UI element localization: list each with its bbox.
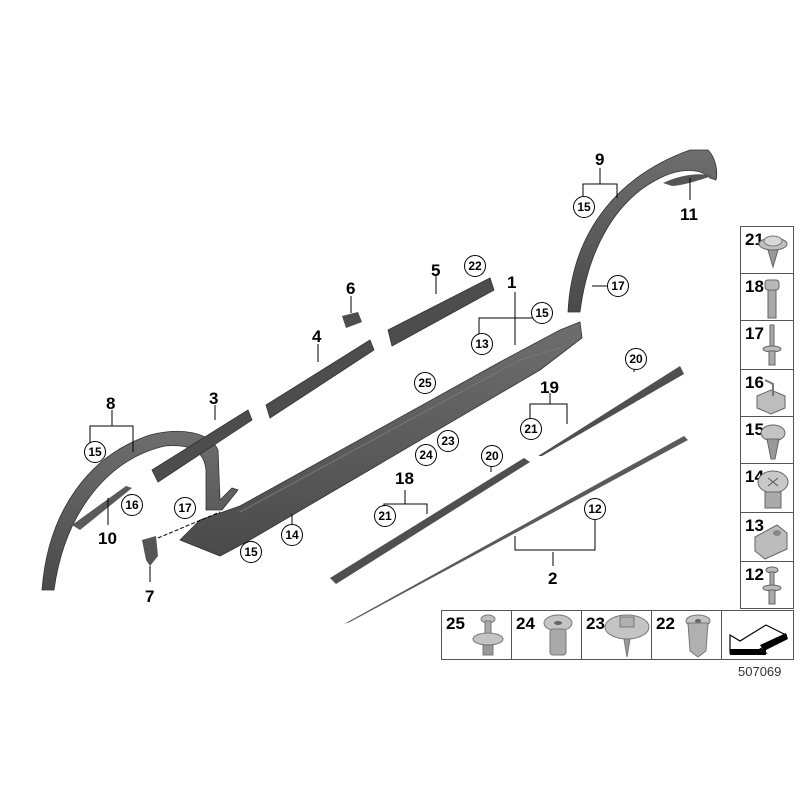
part-label-7: 7: [145, 587, 155, 606]
hex-screw-washer-icon: [604, 614, 650, 658]
sill-strip-2: [344, 436, 688, 624]
part-label-2: 2: [548, 569, 558, 588]
circled-label-20: 20: [625, 348, 647, 370]
circled-label-23: 23: [437, 430, 459, 452]
legend-cell-13: 13: [740, 512, 794, 562]
legend-cell-24: 24: [511, 610, 582, 660]
legend-number: 22: [656, 614, 675, 633]
clip-nut-icon: [754, 524, 788, 560]
expansion-rivet-icon: [762, 324, 782, 366]
part-label-11: 11: [680, 205, 698, 224]
legend-cell-25: 25: [441, 610, 512, 660]
legend-cell-23: 23: [581, 610, 652, 660]
circled-label-15d: 15: [240, 541, 262, 563]
legend-cell-14: 14: [740, 463, 794, 513]
legend-number: 23: [586, 614, 605, 633]
circled-label-15b: 15: [573, 196, 595, 218]
legend-cell-12: 12: [740, 561, 794, 609]
part-label-6: 6: [346, 279, 356, 298]
part-label-9: 9: [595, 150, 605, 169]
expansion-nut-icon: [685, 614, 711, 658]
legend-number: 13: [745, 516, 764, 535]
wheel-arch-insert-10: [72, 486, 132, 530]
legend-number: 12: [745, 565, 764, 584]
part-label-19: 19: [540, 378, 559, 397]
screw-expansion-rivet-icon: [757, 470, 789, 509]
circled-label-15c: 15: [84, 441, 106, 463]
rear-wheel-arch-trim: [567, 149, 718, 313]
legend-number: 25: [446, 614, 465, 633]
sill-strip-19: [538, 366, 684, 456]
part-label-3: 3: [209, 389, 219, 408]
expansion-rivet-icon: [762, 566, 782, 605]
legend-cell-16: 16: [740, 369, 794, 417]
part-7: [142, 536, 158, 566]
circled-label-17b: 17: [174, 497, 196, 519]
legend-cell-22: 22: [651, 610, 722, 660]
legend-number: 24: [516, 614, 535, 633]
push-rivet-icon: [472, 614, 504, 656]
front-wheel-arch-trim: [41, 430, 239, 591]
circled-label-14: 14: [281, 524, 303, 546]
legend-number: 15: [745, 420, 764, 439]
legend-cell-21: 21: [740, 226, 794, 274]
circled-label-17: 17: [607, 275, 629, 297]
circled-label-22: 22: [464, 255, 486, 277]
legend-number: 18: [745, 277, 764, 296]
legend-cell-17: 17: [740, 320, 794, 370]
hex-bolt-icon: [764, 279, 780, 319]
circled-label-20b: 20: [481, 445, 503, 467]
bracket-5: [387, 277, 495, 347]
expanding-nut-icon: [543, 614, 573, 656]
circled-label-21b: 21: [374, 505, 396, 527]
part-label-1: 1: [507, 273, 517, 292]
bracket-3: [151, 409, 253, 483]
push-rivet-clip-icon: [758, 235, 788, 269]
circled-label-21: 21: [520, 418, 542, 440]
part-label-5: 5: [431, 261, 441, 280]
wheel-arch-insert-11: [663, 174, 712, 186]
legend-number: 16: [745, 373, 764, 392]
leader-lines: [89, 168, 691, 582]
part-label-8: 8: [106, 394, 116, 413]
legend-number: 17: [745, 324, 764, 343]
bracket-4: [265, 339, 375, 419]
spring-clip-icon: [756, 379, 786, 415]
legend-cell-arrow: [721, 610, 794, 660]
legend-cell-15: 15: [740, 416, 794, 464]
part-6: [342, 312, 362, 328]
part-label-4: 4: [312, 327, 322, 346]
sill-strip-18: [330, 458, 530, 584]
legend-cell-18: 18: [740, 273, 794, 321]
push-clip-icon: [760, 424, 786, 460]
circled-label-24: 24: [415, 444, 437, 466]
circled-label-25: 25: [414, 372, 436, 394]
direction-arrow-icon: [729, 624, 788, 655]
part-label-10: 10: [98, 529, 117, 548]
document-number: 507069: [738, 664, 782, 679]
circled-label-15: 15: [531, 302, 553, 324]
side-sill-1: [179, 321, 583, 557]
part-label-18: 18: [395, 469, 414, 488]
circled-label-12: 12: [584, 498, 606, 520]
circled-label-13: 13: [471, 333, 493, 355]
circled-label-16: 16: [121, 494, 143, 516]
